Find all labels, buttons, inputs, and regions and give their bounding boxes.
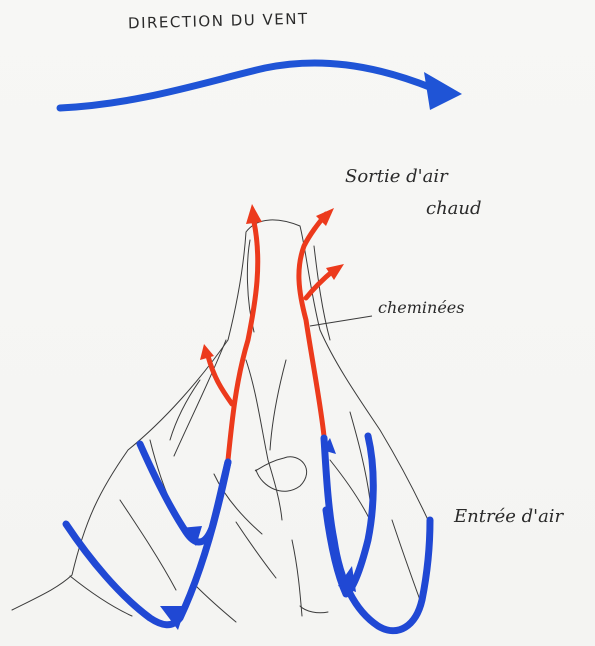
chimney-leader-line: [310, 316, 372, 326]
hot-air-outlet-label-line1: Sortie d'air: [345, 168, 448, 186]
air-inlet-label: Entrée d'air: [454, 508, 563, 526]
cold-air-flows: [66, 436, 430, 631]
chimneys-label: cheminées: [378, 300, 464, 316]
hot-air-flows: [208, 214, 334, 460]
hot-air-outlet-label-line2: chaud: [426, 200, 482, 218]
wind-arrow: [60, 63, 462, 110]
